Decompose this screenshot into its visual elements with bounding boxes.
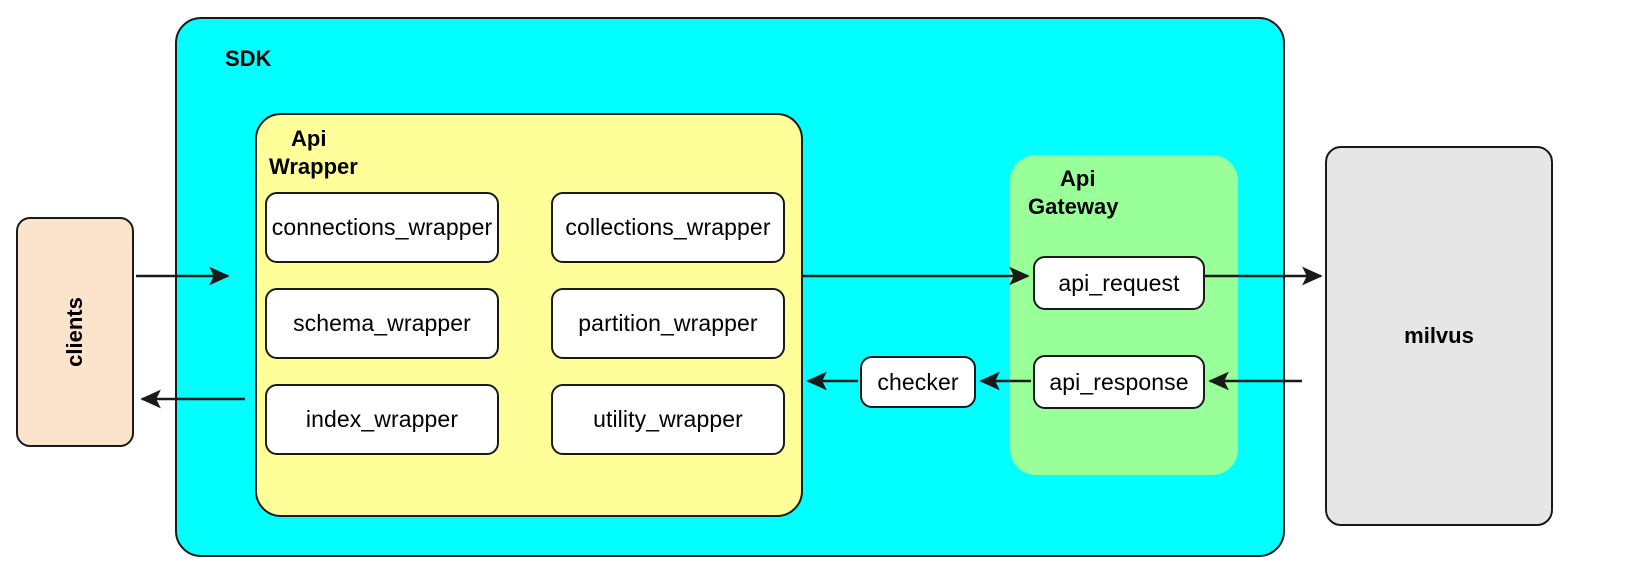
- module-label: collections_wrapper: [565, 214, 771, 240]
- node-clients[interactable]: clients: [16, 217, 134, 447]
- node-label: checker: [877, 368, 959, 395]
- node-checker[interactable]: checker: [860, 356, 976, 408]
- module-label: partition_wrapper: [578, 310, 758, 336]
- node-api-response[interactable]: api_response: [1033, 355, 1205, 409]
- node-label: api_response: [1049, 368, 1189, 395]
- node-api-request[interactable]: api_request: [1033, 256, 1205, 310]
- node-label: api_request: [1058, 269, 1180, 296]
- milvus-label: milvus: [1404, 323, 1474, 348]
- api-gateway-label-line1: Api: [1060, 166, 1096, 191]
- api-gateway-label: Api Gateway: [1018, 165, 1228, 221]
- clients-label: clients: [61, 297, 87, 367]
- module-schema-wrapper[interactable]: schema_wrapper: [265, 288, 499, 359]
- api-wrapper-label: Api Wrapper: [269, 125, 469, 181]
- module-collections-wrapper[interactable]: collections_wrapper: [551, 192, 785, 263]
- node-milvus[interactable]: milvus: [1325, 146, 1553, 526]
- module-partition-wrapper[interactable]: partition_wrapper: [551, 288, 785, 359]
- api-wrapper-label-line2: Wrapper: [269, 154, 358, 180]
- module-label: schema_wrapper: [293, 310, 471, 336]
- api-gateway-label-line2: Gateway: [1028, 194, 1119, 220]
- api-gateway-container: Api Gateway: [1010, 155, 1238, 475]
- module-connections-wrapper[interactable]: connections_wrapper: [265, 192, 499, 263]
- sdk-label: SDK: [225, 46, 272, 71]
- module-label: index_wrapper: [305, 406, 459, 432]
- module-label: connections_wrapper: [271, 214, 493, 240]
- module-index-wrapper[interactable]: index_wrapper: [265, 384, 499, 455]
- api-wrapper-label-line1: Api: [291, 126, 327, 151]
- module-label: utility_wrapper: [593, 406, 743, 432]
- module-utility-wrapper[interactable]: utility_wrapper: [551, 384, 785, 455]
